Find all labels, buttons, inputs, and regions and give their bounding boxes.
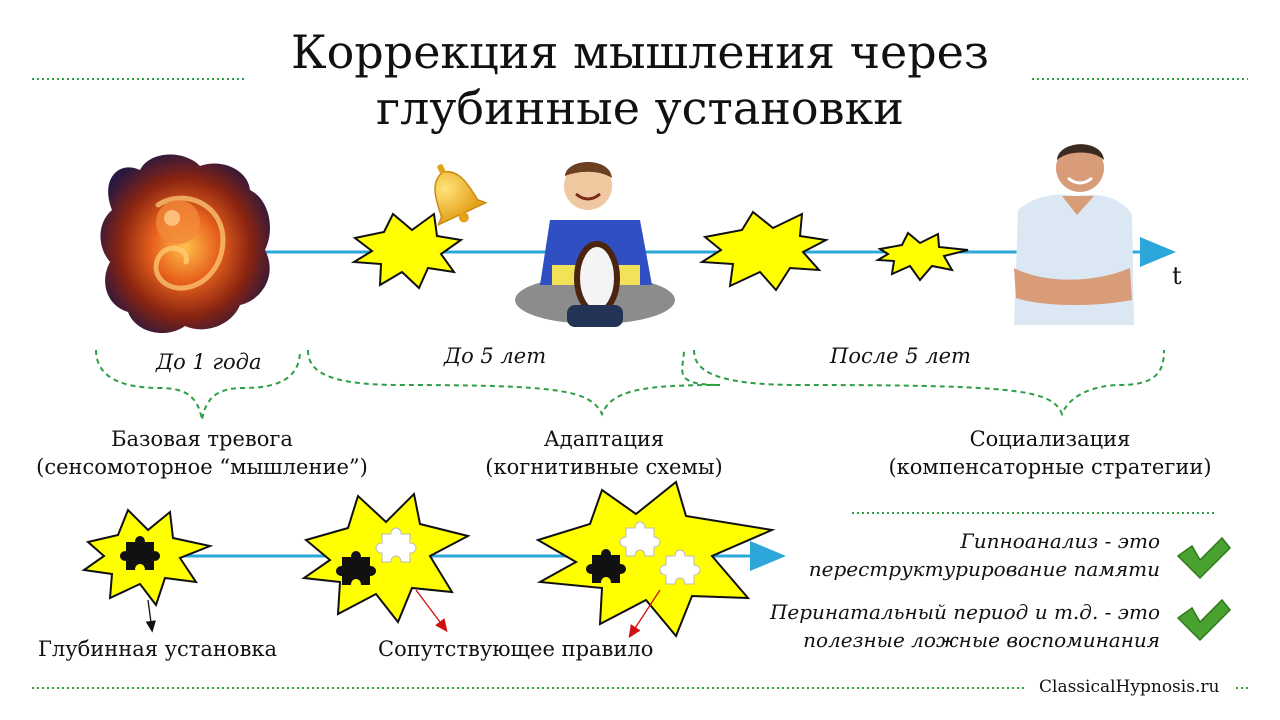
stage-1-detail: (сенсомоторное “мышление”) (36, 455, 368, 479)
site-credit: ClassicalHypnosis.ru (1039, 677, 1220, 697)
period-label-3: После 5 лет (830, 344, 971, 368)
stage-3-name: Социализация (969, 427, 1131, 451)
slide-title: Коррекция мышления через глубинные устан… (240, 24, 1040, 136)
check-icon (1176, 598, 1232, 642)
note-1-line-1: Гипноанализ - это (960, 529, 1160, 553)
child-image (515, 162, 675, 327)
note-1-line-2: переструктурирование памяти (808, 557, 1160, 581)
stage-3-detail: (компенсаторные стратегии) (888, 455, 1212, 479)
explosion-burst-icon (874, 231, 969, 282)
check-icon (1176, 536, 1232, 580)
explosion-burst-icon (698, 210, 830, 292)
pointer-arrow (415, 589, 448, 633)
timeline-axis-label: t (1172, 262, 1182, 290)
note-1: Гипноанализ - это переструктурирование п… (720, 527, 1160, 583)
stage-1-name: Базовая тревога (111, 427, 293, 451)
note-2-line-1: Перинатальный период и т.д. - это (769, 600, 1160, 624)
pointer-arrow (145, 599, 156, 633)
note-2: Перинатальный период и т.д. - это полезн… (720, 598, 1160, 654)
embryo-image (100, 154, 270, 334)
title-line-2: глубинные установки (376, 81, 904, 135)
stage-1: Базовая тревога (сенсомоторное “мышление… (22, 425, 382, 481)
explosion-burst-icon (350, 212, 464, 290)
brace-period-2 (307, 349, 721, 417)
accompanying-rule-label: Сопутствующее правило (378, 637, 654, 661)
explosion-burst-icon (535, 480, 776, 638)
title-line-1: Коррекция мышления через (291, 25, 989, 79)
brace-period-3 (693, 349, 1165, 417)
stage-2-name: Адаптация (543, 427, 665, 451)
period-label-2: До 5 лет (444, 344, 547, 368)
adult-man-image (1014, 144, 1134, 325)
note-2-line-2: полезные ложные воспоминания (803, 628, 1160, 652)
pointer-arrow (628, 589, 661, 639)
stage-2: Адаптация (когнитивные схемы) (434, 425, 774, 481)
period-label-1: До 1 года (156, 350, 262, 374)
stage-3: Социализация (компенсаторные стратегии) (872, 425, 1228, 481)
stage-2-detail: (когнитивные схемы) (485, 455, 723, 479)
brace-period-1 (95, 349, 301, 421)
bell-icon (434, 164, 488, 227)
deep-belief-label: Глубинная установка (38, 637, 278, 661)
